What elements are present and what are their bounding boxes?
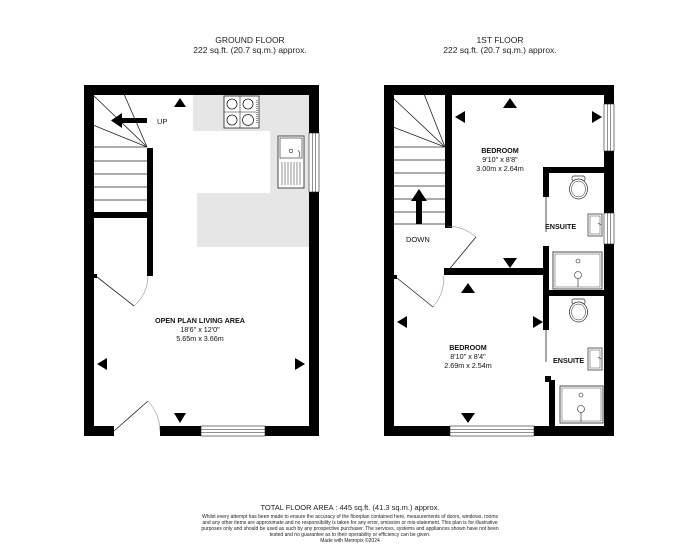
- credit-text: Made with Metropix ©2024: [320, 538, 380, 544]
- ground-floor-plan: UP: [84, 85, 320, 437]
- dimension-arrow-icon: [533, 316, 543, 328]
- first-floor-area: 222 sq.ft. (20.7 sq.m.) approx.: [443, 45, 557, 55]
- dimension-arrow-icon: [592, 111, 602, 123]
- bedroom1-window: [603, 103, 615, 152]
- room-bedroom-1: BEDROOM 9'10" x 8'8" 3.00m x 2.64m: [476, 146, 524, 173]
- ensuite1-window: [603, 212, 615, 245]
- ground-stairs: [92, 93, 148, 213]
- dimension-arrow-icon: [461, 283, 475, 293]
- room-dim-metric: 5.65m x 3.66m: [176, 334, 224, 343]
- bedroom1-door: [444, 225, 477, 274]
- worktop-peninsula: [197, 193, 310, 247]
- sink-icon: [277, 135, 305, 189]
- dimension-arrow-icon: [503, 98, 517, 108]
- toilet-icon: [569, 298, 588, 323]
- basin-icon: [587, 213, 603, 237]
- stairs-up-label: UP: [157, 117, 167, 126]
- basin-icon: [587, 347, 603, 371]
- total-floor-area: TOTAL FLOOR AREA : 445 sq.ft. (41.3 sq.m…: [260, 503, 440, 512]
- room-dim-metric: 2.69m x 2.54m: [444, 361, 492, 370]
- first-floor-title: 1ST FLOOR: [476, 35, 524, 45]
- room-name: ENSUITE: [545, 222, 576, 231]
- front-window: [200, 425, 266, 437]
- shower-icon: [559, 385, 604, 424]
- stairs-down-arrow-icon: [411, 189, 427, 224]
- first-floor-heading: 1ST FLOOR 222 sq.ft. (20.7 sq.m.) approx…: [400, 35, 600, 55]
- toilet-icon: [569, 175, 588, 200]
- kitchen-window: [308, 132, 320, 193]
- room-name: ENSUITE: [553, 356, 584, 365]
- room-dim-imperial: 8'10" x 8'4": [450, 352, 486, 361]
- room-name: OPEN PLAN LIVING AREA: [155, 316, 245, 325]
- stairs-down-label: DOWN: [406, 235, 430, 244]
- dimension-arrow-icon: [174, 413, 186, 423]
- room-ensuite-1: ENSUITE: [545, 222, 576, 231]
- dimension-arrow-icon: [455, 111, 465, 123]
- dimension-arrow-icon: [97, 358, 107, 370]
- room-bedroom-2: BEDROOM 8'10" x 8'4" 2.69m x 2.54m: [444, 343, 492, 370]
- cupboard-door: [93, 274, 149, 307]
- room-dim-imperial: 9'10" x 8'8": [482, 155, 518, 164]
- room-ensuite-2: ENSUITE: [553, 356, 584, 365]
- hob-icon: [223, 95, 260, 129]
- disclaimer-text: Whilst every attempt has been made to en…: [201, 514, 499, 538]
- stairs-up-arrow-icon: [111, 113, 147, 128]
- floorplan-footer: TOTAL FLOOR AREA : 445 sq.ft. (41.3 sq.m…: [200, 503, 500, 544]
- bedroom2-door: [393, 275, 445, 308]
- ground-floor-area: 222 sq.ft. (20.7 sq.m.) approx.: [193, 45, 307, 55]
- ground-floor-walls: [84, 85, 319, 436]
- room-dim-imperial: 18'6" x 12'0": [180, 325, 220, 334]
- dimension-arrow-icon: [397, 316, 407, 328]
- first-floor-walls: [384, 85, 614, 436]
- first-floor-plan: DOWN: [384, 85, 615, 437]
- shower-icon: [552, 251, 603, 290]
- ground-floor-heading: GROUND FLOOR 222 sq.ft. (20.7 sq.m.) app…: [150, 35, 350, 55]
- first-stairs: [392, 93, 446, 225]
- dimension-arrow-icon: [174, 98, 186, 107]
- room-dim-metric: 3.00m x 2.64m: [476, 164, 524, 173]
- front-door: [113, 400, 161, 432]
- dimension-arrow-icon: [461, 413, 475, 423]
- dimension-arrow-icon: [503, 258, 517, 268]
- room-name: BEDROOM: [481, 146, 519, 155]
- bedroom2-window: [449, 425, 535, 437]
- room-open-plan-living-area: OPEN PLAN LIVING AREA 18'6" x 12'0" 5.65…: [155, 316, 245, 343]
- dimension-arrow-icon: [295, 358, 305, 370]
- ground-floor-title: GROUND FLOOR: [215, 35, 285, 45]
- room-name: BEDROOM: [449, 343, 487, 352]
